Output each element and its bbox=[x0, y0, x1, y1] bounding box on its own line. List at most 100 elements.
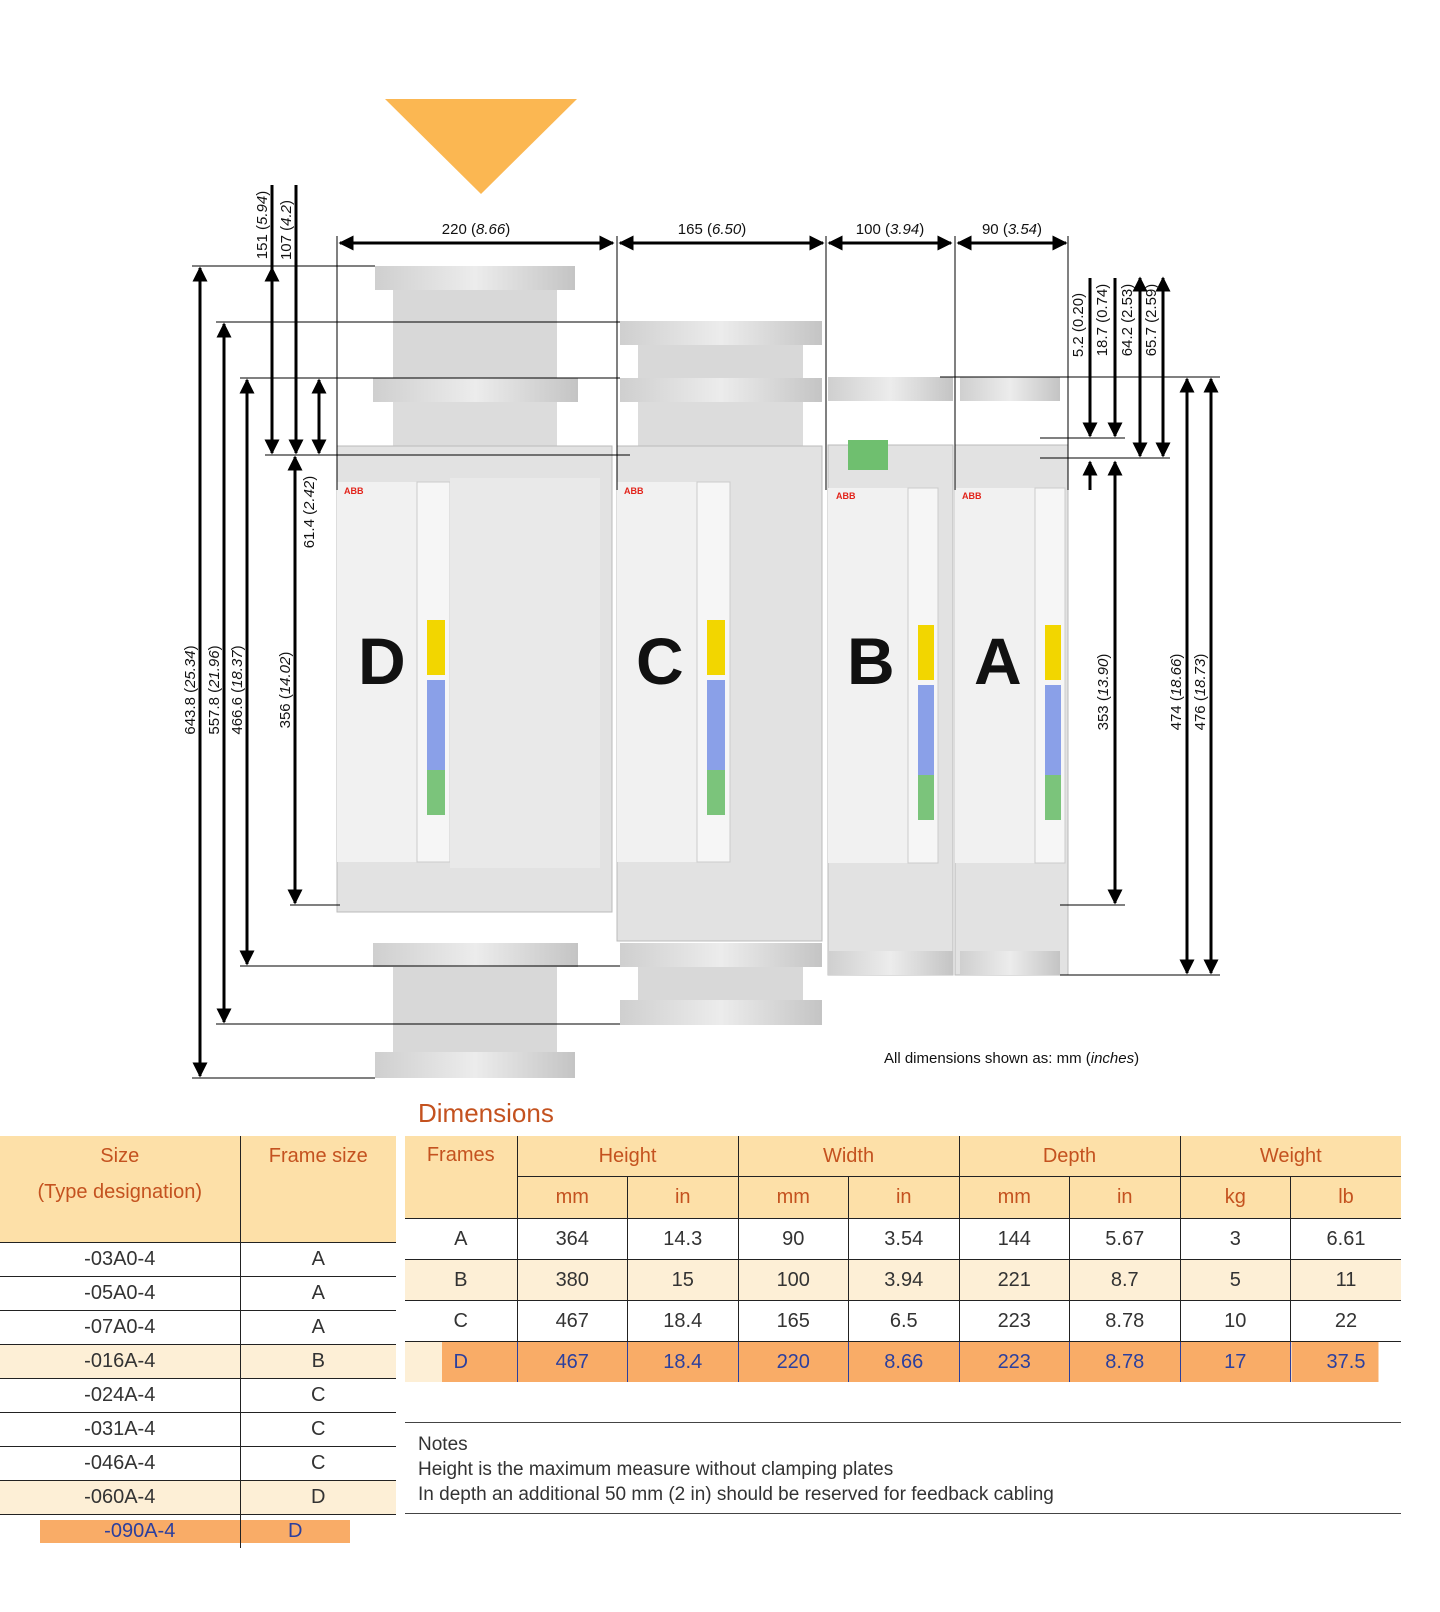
value-cell: 3.94 bbox=[848, 1259, 960, 1301]
value-cell: 37.5 bbox=[1290, 1341, 1402, 1382]
value-cell: 18.4 bbox=[627, 1300, 739, 1342]
value-cell: 467 bbox=[517, 1300, 628, 1342]
dim-187: 18.7 (0.74) bbox=[1094, 284, 1111, 357]
frame-size-cell: A bbox=[240, 1242, 396, 1277]
type-designation-cell: -03A0-4 bbox=[0, 1242, 241, 1277]
frame-cell: C bbox=[405, 1300, 518, 1342]
value-cell: 15 bbox=[627, 1259, 739, 1301]
width-dim-b: 100 (3.94) bbox=[856, 221, 924, 238]
drive-frame-c: ABB C bbox=[616, 321, 823, 1025]
unit-header: in bbox=[627, 1176, 739, 1219]
unit-header: mm bbox=[738, 1176, 849, 1219]
frame-size-cell: A bbox=[240, 1276, 396, 1311]
type-designation-cell: -07A0-4 bbox=[0, 1310, 241, 1345]
value-cell: 17 bbox=[1180, 1341, 1291, 1382]
frame-size-cell: C bbox=[240, 1378, 396, 1413]
value-cell: 8.78 bbox=[1069, 1341, 1181, 1382]
dim-657: 65.7 (2.59) bbox=[1143, 284, 1160, 357]
frame-size-cell: D bbox=[240, 1480, 396, 1515]
height-dim-476: 476 (18.73) bbox=[1192, 654, 1209, 731]
height-dim-474: 474 (18.66) bbox=[1168, 654, 1185, 731]
value-cell: 6.5 bbox=[848, 1300, 960, 1342]
drive-frame-d: ABB D bbox=[336, 266, 613, 1078]
unit-header: mm bbox=[959, 1176, 1070, 1219]
type-designation-cell: -05A0-4 bbox=[0, 1276, 241, 1311]
note-line: Height is the maximum measure without cl… bbox=[418, 1459, 894, 1480]
value-cell: 5 bbox=[1180, 1259, 1291, 1301]
value-cell: 380 bbox=[517, 1259, 628, 1301]
notes-title: Notes bbox=[418, 1434, 468, 1455]
svg-text:ABB: ABB bbox=[624, 486, 644, 496]
height-dim-353: 353 (13.90) bbox=[1095, 654, 1112, 731]
value-cell: 10 bbox=[1180, 1300, 1291, 1342]
value-cell: 8.78 bbox=[1069, 1300, 1181, 1342]
value-cell: 100 bbox=[738, 1259, 849, 1301]
width-header: Width bbox=[738, 1136, 960, 1177]
left-height-arrows bbox=[192, 185, 327, 1078]
depth-header: Depth bbox=[959, 1136, 1181, 1177]
unit-header: mm bbox=[517, 1176, 628, 1219]
frame-letter-d: D bbox=[358, 624, 406, 698]
svg-text:ABB: ABB bbox=[344, 486, 364, 496]
svg-text:ABB: ABB bbox=[836, 491, 856, 501]
size-frame-table: Size(Type designation) Frame size -03A0-… bbox=[0, 1136, 396, 1548]
unit-header: kg bbox=[1180, 1176, 1291, 1219]
dimension-drawing: ABB D ABB C ABB B bbox=[182, 99, 1220, 1079]
dim-52: 5.2 (0.20) bbox=[1070, 293, 1087, 357]
dim-107: 107 (4.2) bbox=[278, 200, 295, 260]
height-dim-356: 356 (14.02) bbox=[277, 652, 294, 729]
frame-size-cell: A bbox=[240, 1310, 396, 1345]
frame-size-cell: C bbox=[240, 1412, 396, 1447]
value-cell: 165 bbox=[738, 1300, 849, 1342]
value-cell: 18.4 bbox=[627, 1341, 739, 1382]
frames-column-header: Frames bbox=[405, 1136, 518, 1219]
width-dim-c: 165 (6.50) bbox=[678, 221, 746, 238]
dim-614: 61.4 (2.42) bbox=[301, 476, 318, 549]
dimensions-title: Dimensions bbox=[418, 1098, 554, 1128]
drive-frame-a: ABB A bbox=[954, 377, 1069, 976]
value-cell: 221 bbox=[959, 1259, 1070, 1301]
unit-header: in bbox=[848, 1176, 960, 1219]
frame-size-cell: B bbox=[240, 1344, 396, 1379]
value-cell: 6.61 bbox=[1290, 1218, 1402, 1260]
frame-letter-c: C bbox=[636, 624, 684, 698]
frame-cell: D bbox=[405, 1341, 518, 1382]
size-column-header: Size(Type designation) bbox=[0, 1136, 241, 1243]
notes-section: Notes Height is the maximum measure with… bbox=[405, 1422, 1401, 1514]
type-designation-cell: -024A-4 bbox=[0, 1378, 241, 1413]
height-dim-5578: 557.8 (21.96) bbox=[206, 645, 223, 734]
type-designation-cell: -016A-4 bbox=[0, 1344, 241, 1379]
value-cell: 3 bbox=[1180, 1218, 1291, 1260]
right-height-arrows bbox=[1082, 276, 1219, 975]
frame-cell: A bbox=[405, 1218, 518, 1260]
units-note: All dimensions shown as: mm (inches) bbox=[884, 1050, 1140, 1067]
height-dim-6438: 643.8 (25.34) bbox=[182, 645, 199, 734]
value-cell: 144 bbox=[959, 1218, 1070, 1260]
note-line: In depth an additional 50 mm (2 in) shou… bbox=[418, 1484, 1054, 1505]
value-cell: 3.54 bbox=[848, 1218, 960, 1260]
height-dim-4666: 466.6 (18.37) bbox=[229, 645, 246, 734]
frame-letter-a: A bbox=[974, 624, 1022, 698]
dim-151: 151 (5.94) bbox=[254, 191, 271, 259]
value-cell: 364 bbox=[517, 1218, 628, 1260]
extension-lines bbox=[192, 236, 1220, 1079]
value-cell: 11 bbox=[1290, 1259, 1402, 1301]
width-dim-d: 220 (8.66) bbox=[442, 221, 510, 238]
type-designation-cell: -090A-4 bbox=[0, 1514, 241, 1548]
weight-header: Weight bbox=[1180, 1136, 1402, 1177]
value-cell: 467 bbox=[517, 1341, 628, 1382]
width-dim-a: 90 (3.54) bbox=[982, 221, 1042, 238]
selection-marker-triangle bbox=[385, 99, 577, 194]
